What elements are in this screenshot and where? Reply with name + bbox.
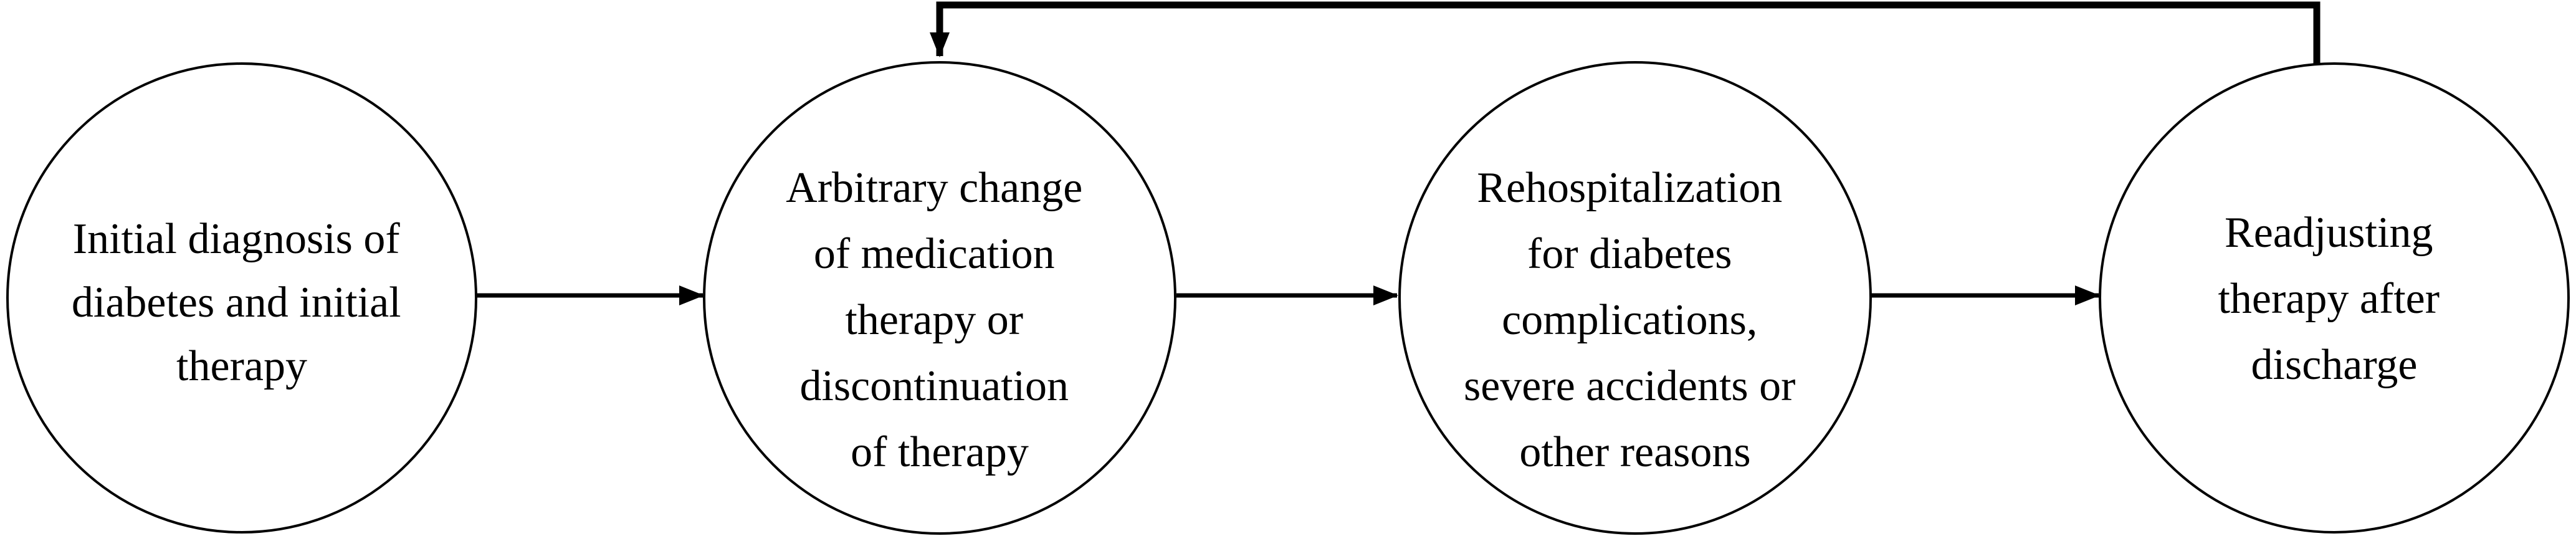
- svg-text:Initial diagnosis of di: Initial diagnosis of diabetes and initia…: [72, 215, 412, 390]
- node-initial-diagnosis: Initial diagnosis of diabetes and initia…: [6, 62, 477, 534]
- node-readjusting-therapy-line: Readjusting: [2225, 209, 2433, 257]
- node-initial-diagnosis-line: Initial diagnosis of: [73, 215, 401, 263]
- node-rehospitalization-line: for diabetes: [1527, 230, 1732, 278]
- node-rehospitalization-line: Rehospitalization: [1477, 164, 1782, 212]
- node-arbitrary-change-line: of therapy: [851, 428, 1029, 476]
- node-rehospitalization-line: complications,: [1502, 296, 1757, 344]
- node-rehospitalization-line: other reasons: [1519, 428, 1750, 476]
- node-initial-diagnosis-line: diabetes and initial: [72, 279, 401, 327]
- node-rehospitalization: Rehospitalization for diabetes complicat…: [1398, 61, 1872, 535]
- node-rehospitalization-line: severe accidents or: [1464, 362, 1796, 410]
- node-initial-diagnosis-line: therapy: [176, 342, 307, 390]
- svg-text:Readjusting therapy afte: Readjusting therapy after discharge: [2218, 209, 2450, 389]
- node-readjusting-therapy: Readjusting therapy after discharge: [2099, 62, 2570, 534]
- node-arbitrary-change-line: Arbitrary change: [786, 164, 1082, 212]
- arrow-readjusting-loop-to-arbitrary: [930, 1, 2321, 67]
- svg-text:Arbitrary change of medi: Arbitrary change of medication therapy o…: [786, 164, 1094, 476]
- node-arbitrary-change-line: therapy or: [845, 296, 1023, 344]
- node-readjusting-therapy-line: discharge: [2251, 341, 2418, 389]
- svg-text:Rehospitalization for di: Rehospitalization for diabetes complicat…: [1464, 164, 1806, 476]
- node-arbitrary-change: Arbitrary change of medication therapy o…: [703, 61, 1176, 535]
- node-arbitrary-change-line: discontinuation: [799, 362, 1069, 410]
- node-readjusting-therapy-line: therapy after: [2218, 275, 2440, 323]
- node-arbitrary-change-line: of medication: [814, 230, 1055, 278]
